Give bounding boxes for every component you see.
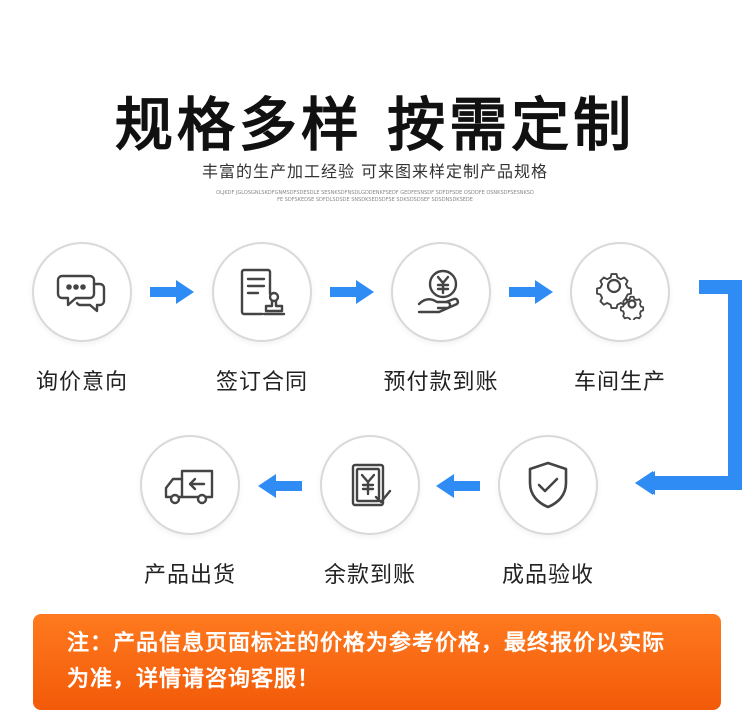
step-circle [570,242,670,342]
step-label: 余款到账 [323,563,416,588]
step-prepayment: 预付款到账 [366,242,516,396]
step-circle [212,242,312,342]
price-disclaimer-note: 注：产品信息页面标注的价格为参考价格，最终报价以实际为准，详情请咨询客服！ [33,614,721,710]
arrow-right-icon [150,280,194,304]
step-inquiry: 询价意向 [7,242,157,396]
yuan-receipt-icon [351,463,392,507]
step-circle [140,435,240,535]
page-subtitle: 丰富的生产加工经验 可来图来样定制产品规格 [201,162,549,181]
step-label: 成品验收 [501,563,594,588]
step-inspection: 成品验收 [473,435,623,589]
chat-bubbles-icon [56,274,106,313]
step-label: 签订合同 [215,370,308,395]
page-title: 规格多样 按需定制 [114,91,636,159]
step-contract: 签订合同 [187,242,337,396]
arrow-right-icon [509,280,553,304]
step-circle [320,435,420,535]
step-label: 产品出货 [143,563,236,588]
step-production: 车间生产 [545,242,695,396]
arrow-left-icon [258,474,302,498]
step-circle [391,242,491,342]
gears-icon [596,273,645,320]
step-label: 车间生产 [573,370,666,395]
step-label: 预付款到账 [383,370,499,395]
yuan-coin-hand-icon [417,269,460,314]
connector-arrow-icon [635,280,742,495]
step-circle [32,242,132,342]
contract-stamp-icon [240,268,286,316]
arrow-left-icon [436,474,480,498]
fine-print: OLJKDF JGLOSGNLSKDFGNMSDFSDESDLE SESNKSD… [216,190,534,203]
step-final-payment: 余款到账 [295,435,445,589]
step-circle [498,435,598,535]
shield-check-icon [528,461,568,509]
arrow-right-icon [330,280,374,304]
step-label: 询价意向 [35,370,128,395]
step-shipping: 产品出货 [115,435,265,589]
delivery-truck-icon [164,469,214,505]
